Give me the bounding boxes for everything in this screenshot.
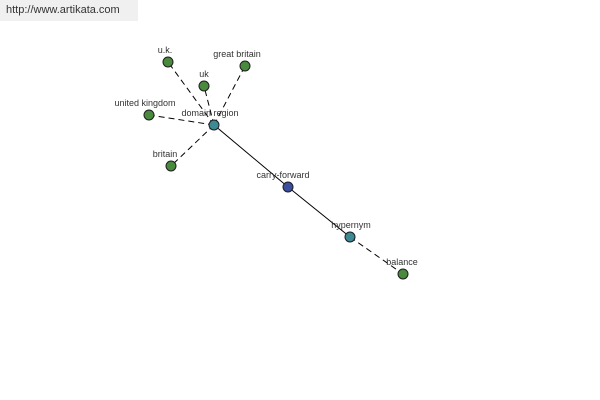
edge-domain-region-to-u-k — [167, 61, 215, 126]
node-britain[interactable] — [165, 160, 177, 172]
node-carry-forward[interactable] — [282, 181, 294, 193]
node-label-domain-region[interactable]: domain region — [181, 108, 238, 118]
edge-carry-forward-to-hypernym — [287, 186, 351, 238]
node-u-k[interactable] — [162, 56, 174, 68]
node-great-britain[interactable] — [239, 60, 251, 72]
nodes-layer — [143, 56, 409, 280]
edge-domain-region-to-carry-forward — [213, 124, 289, 188]
node-label-u-k[interactable]: u.k. — [158, 45, 173, 55]
node-label-uk[interactable]: uk — [199, 69, 209, 79]
node-domain-region[interactable] — [208, 119, 220, 131]
node-balance[interactable] — [397, 268, 409, 280]
source-url[interactable]: http://www.artikata.com — [0, 0, 138, 21]
node-label-carry-forward[interactable]: carry-forward — [256, 170, 309, 180]
edges-layer — [148, 61, 404, 275]
node-hypernym[interactable] — [344, 231, 356, 243]
edge-hypernym-to-balance — [349, 236, 404, 275]
node-label-britain[interactable]: britain — [153, 149, 178, 159]
labels-layer: u.k. uk great britain united kingdom domain … — [114, 45, 417, 267]
edge-domain-region-to-united-kingdom — [148, 114, 215, 126]
node-label-hypernym[interactable]: hypernym — [331, 220, 371, 230]
node-label-balance[interactable]: balance — [386, 257, 418, 267]
edge-domain-region-to-uk — [203, 85, 215, 126]
edge-domain-region-to-great-britain — [213, 65, 246, 126]
node-uk[interactable] — [198, 80, 210, 92]
node-label-great-britain[interactable]: great britain — [213, 49, 261, 59]
node-label-united-kingdom[interactable]: united kingdom — [114, 98, 175, 108]
node-united-kingdom[interactable] — [143, 109, 155, 121]
edge-domain-region-to-britain — [170, 124, 215, 167]
